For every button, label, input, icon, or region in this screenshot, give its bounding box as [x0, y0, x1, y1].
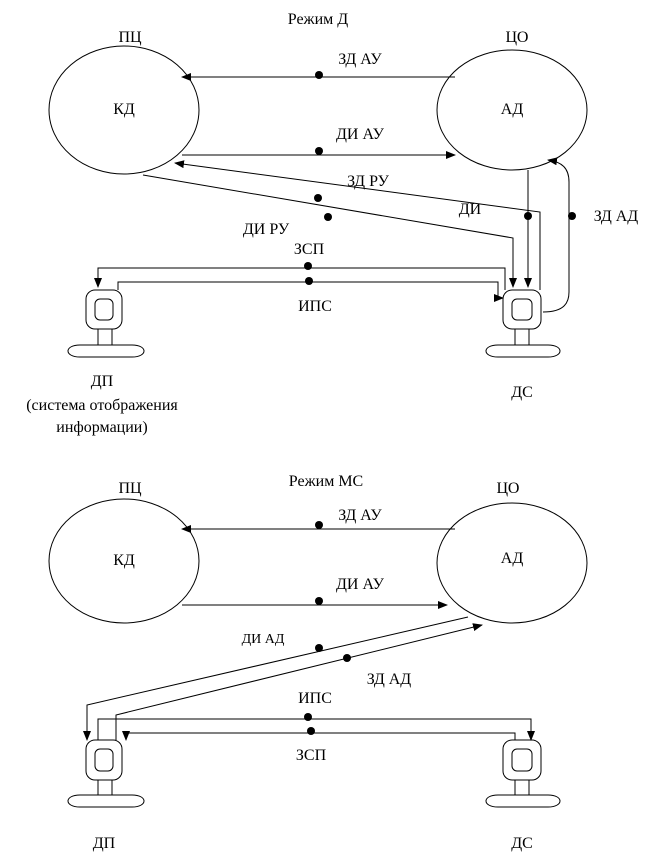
ips-dot	[305, 277, 313, 285]
di-ad-dot	[315, 644, 323, 652]
ad-node-ms-label: АД	[501, 550, 524, 567]
ips-label: ИПС	[298, 298, 332, 315]
co-label: ЦО	[506, 29, 529, 46]
panel-mode-d: Режим Д ПЦ ЦО КД АД ЗД АУ ДИ АУ ЗД РУ ДИ…	[26, 11, 638, 436]
zd-ru-label: ЗД РУ	[347, 173, 389, 190]
zd-ad-ms-dot	[343, 654, 351, 662]
zsp-ms-dot	[307, 727, 315, 735]
zsp-dot	[304, 262, 312, 270]
di-au-ms-label: ДИ АУ	[336, 576, 385, 593]
di-au-dot	[315, 147, 323, 155]
zsp-ms-label: ЗСП	[296, 747, 327, 764]
zd-au-label: ЗД АУ	[338, 51, 382, 68]
zd-au-ms-dot	[315, 521, 323, 529]
dp-device-icon	[67, 289, 145, 358]
kd-node	[48, 45, 200, 175]
kd-node-label: КД	[113, 101, 135, 118]
dp-label-line-2: (система отображения	[26, 397, 178, 414]
dp-device-ms-icon	[67, 739, 145, 808]
zd-ad-ms-label: ЗД АД	[367, 671, 412, 688]
zd-ad-line	[542, 157, 570, 313]
di-ru-label: ДИ РУ	[243, 221, 290, 238]
dp-ms-label: ДП	[93, 835, 116, 852]
zd-ad-label: ЗД АД	[594, 208, 639, 225]
pc-label-ms: ПЦ	[118, 480, 142, 497]
zsp-ms-line	[122, 731, 516, 741]
ds-label: ДС	[511, 384, 533, 401]
di-ru-dot	[324, 213, 332, 221]
zd-au-dot	[315, 71, 323, 79]
ips-line	[117, 281, 504, 302]
di-ru-line	[142, 174, 517, 288]
mode-ms-title: Режим МС	[289, 473, 363, 490]
di-label: ДИ	[459, 201, 482, 218]
di-dot	[524, 212, 532, 220]
di-ad-label: ДИ АД	[242, 632, 285, 647]
kd-node-ms-label: КД	[113, 552, 135, 569]
ips-ms-dot	[304, 713, 312, 721]
ds-device-icon	[485, 289, 561, 358]
zd-ad-ms-line	[115, 623, 483, 740]
zd-ru-line	[174, 160, 541, 290]
di-ad-line	[83, 616, 469, 741]
zd-au-ms-label: ЗД АУ	[338, 507, 382, 524]
pc-label: ПЦ	[118, 29, 142, 46]
zd-ru-dot	[314, 194, 322, 202]
di-au-label: ДИ АУ	[336, 126, 385, 143]
ad-node-ms	[436, 502, 588, 624]
ds-device-ms-icon	[485, 739, 561, 808]
di-au-ms-dot	[315, 597, 323, 605]
panel-mode-ms: Режим МС ПЦ ЦО КД АД ЗД АУ ДИ АУ ДИ АД З…	[48, 473, 588, 852]
zsp-label: ЗСП	[294, 241, 325, 258]
dp-label-line-1: ДП	[91, 373, 114, 390]
ds-ms-label: ДС	[511, 835, 533, 852]
mode-d-title: Режим Д	[288, 11, 349, 28]
ad-node	[436, 49, 588, 171]
ips-ms-line	[97, 718, 535, 741]
ips-ms-label: ИПС	[298, 690, 332, 707]
co-label-ms: ЦО	[497, 480, 520, 497]
zd-ad-dot	[568, 212, 576, 220]
kd-node-ms	[48, 498, 200, 624]
ad-node-label: АД	[501, 101, 524, 118]
dp-label-line-3: информации)	[56, 419, 147, 436]
zsp-line	[94, 267, 506, 290]
